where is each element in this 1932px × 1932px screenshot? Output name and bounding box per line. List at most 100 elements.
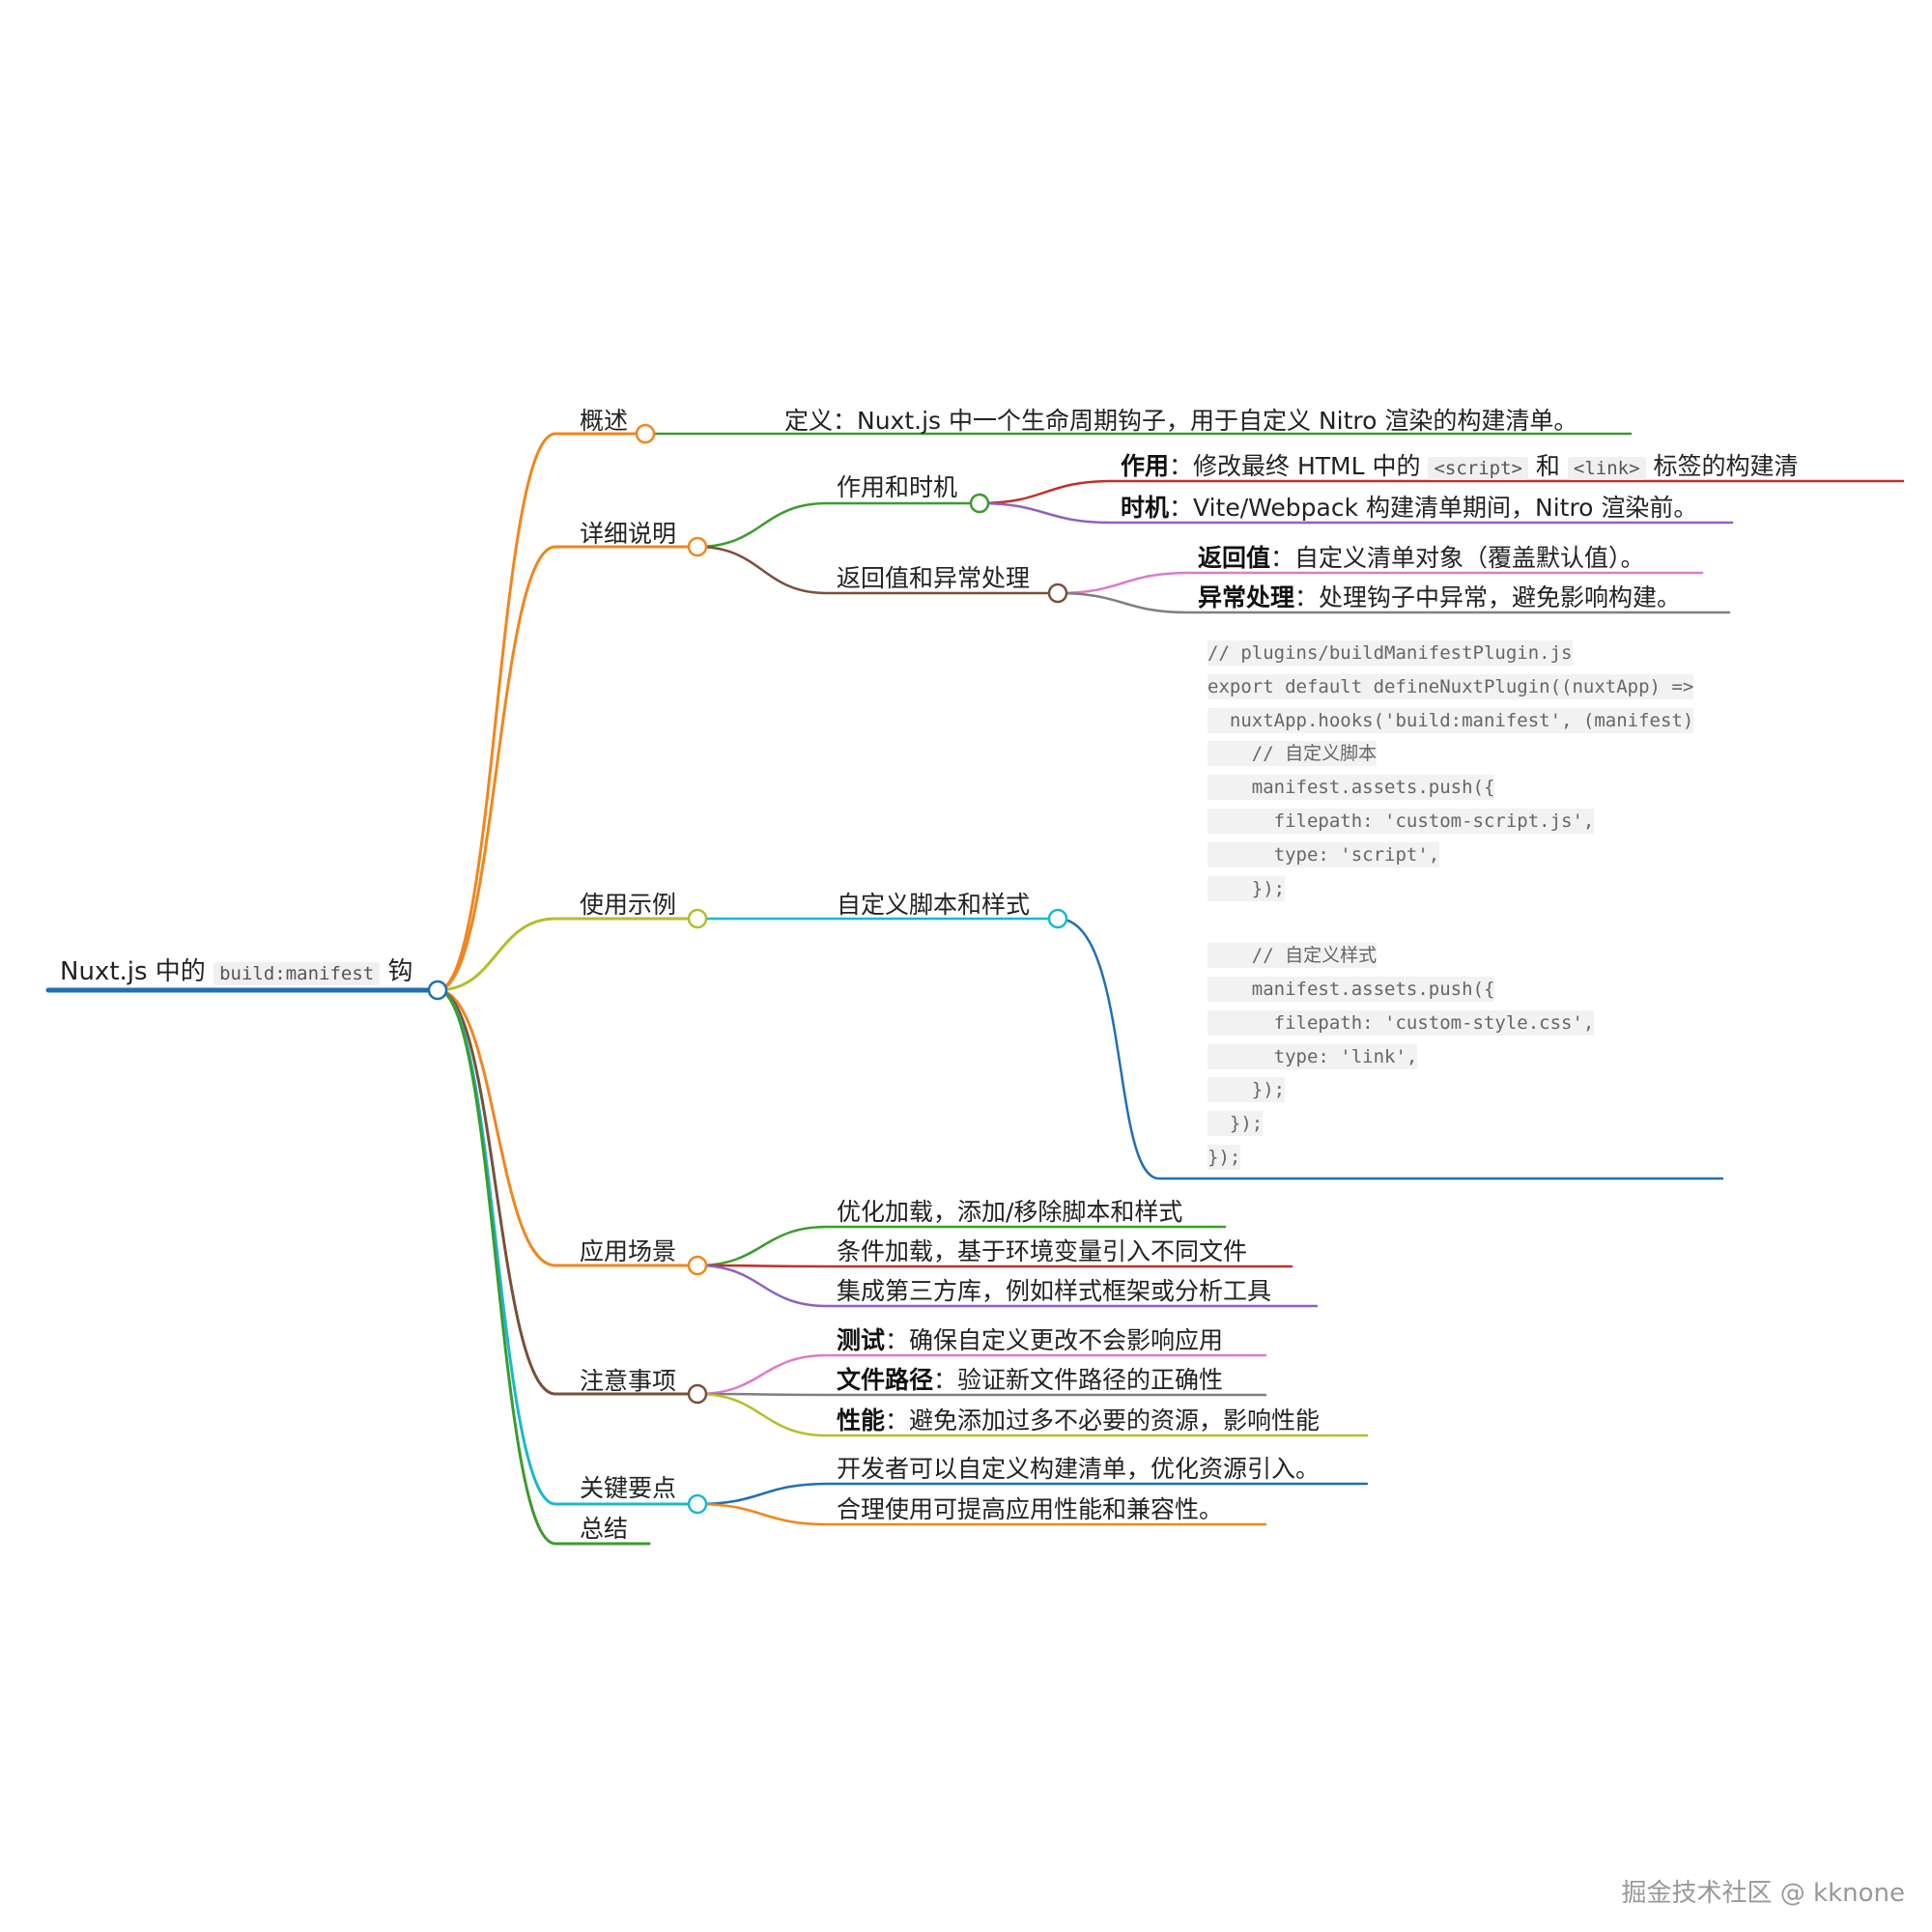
details-node-toggle[interactable] (687, 536, 708, 557)
code-line: manifest.assets.push({ (1208, 775, 1495, 801)
error-item[interactable]: 异常处理：处理钩子中异常，避免影响构建。 (1198, 582, 1681, 614)
role-item-text2: 和 (1535, 452, 1560, 480)
edge-keypoint-1 (696, 1502, 1267, 1526)
root-topic[interactable]: Nuxt.js 中的 build:manifest 钩 (60, 955, 413, 990)
return-item[interactable]: 返回值：自定义清单对象（覆盖默认值）。 (1198, 542, 1645, 575)
code-line: // 自定义脚本 (1208, 741, 1378, 767)
edge-role-timing (696, 501, 981, 549)
code-line: }); (1208, 1145, 1241, 1170)
branch-keypoints[interactable]: 关键要点 (580, 1474, 677, 1502)
role-item-text1: 修改最终 HTML 中的 (1193, 452, 1421, 480)
return-item-sep: ： (1270, 544, 1295, 572)
role-item-key: 作用 (1121, 452, 1170, 480)
role-item-text3: 标签的构建清 (1653, 452, 1799, 480)
role-item[interactable]: 作用：修改最终 HTML 中的 <script> 和 <link> 标签的构建清 (1121, 450, 1799, 485)
edge-role-item (978, 479, 1905, 505)
role-item-sep: ： (1169, 452, 1194, 480)
edge-scenario-0 (696, 1225, 1227, 1267)
code-line: // plugins/buildManifestPlugin.js (1208, 640, 1573, 666)
root-topic-prefix: Nuxt.js 中的 (60, 957, 206, 986)
scenario-conditional[interactable]: 条件加载，基于环境变量引入不同文件 (837, 1237, 1248, 1265)
scenario-third-party[interactable]: 集成第三方库，例如样式框架或分析工具 (837, 1277, 1272, 1305)
root-topic-code: build:manifest (213, 962, 381, 985)
code-line: }); (1208, 1077, 1286, 1103)
details-return-error[interactable]: 返回值和异常处理 (837, 564, 1031, 592)
code-line: type: 'link', (1208, 1043, 1418, 1069)
branch-example[interactable]: 使用示例 (580, 891, 677, 919)
code-line: }); (1208, 1111, 1264, 1137)
timing-item-text: Vite/Webpack 构建清单期间，Nitro 渲染前。 (1193, 494, 1698, 522)
code-line: manifest.assets.push({ (1208, 977, 1495, 1002)
details-role-timing[interactable]: 作用和时机 (837, 473, 958, 501)
note-filepath-sep: ： (933, 1366, 958, 1394)
code-line: filepath: 'custom-script.js', (1208, 809, 1595, 834)
overview-node-toggle[interactable] (635, 423, 656, 444)
edge-timing-item (978, 501, 1734, 525)
return-item-key: 返回值 (1198, 544, 1271, 572)
edge-scenarios (436, 988, 699, 1267)
edge-note-0 (696, 1353, 1267, 1396)
branch-details[interactable]: 详细说明 (580, 520, 677, 548)
watermark: 掘金技术社区 @ kknone (1621, 1879, 1905, 1908)
code-line: filepath: 'custom-style.css', (1208, 1009, 1595, 1036)
return-item-text: 自定义清单对象（覆盖默认值）。 (1294, 544, 1645, 572)
code-line: }); (1208, 875, 1286, 901)
note-testing-text: 确保自定义更改不会影响应用 (909, 1326, 1224, 1354)
branch-summary[interactable]: 总结 (580, 1515, 629, 1543)
custom-assets-node-toggle[interactable] (1047, 908, 1068, 929)
error-item-text: 处理钩子中异常，避免影响构建。 (1319, 583, 1682, 611)
error-item-sep: ： (1294, 583, 1320, 611)
note-performance-key: 性能 (837, 1406, 886, 1435)
note-filepath-key: 文件路径 (837, 1366, 934, 1394)
edge-code-block (1056, 917, 1724, 1180)
edge-note-1 (696, 1392, 1267, 1397)
branch-scenarios[interactable]: 应用场景 (580, 1237, 677, 1265)
example-custom-assets[interactable]: 自定义脚本和样式 (837, 891, 1031, 919)
edge-summary (436, 988, 651, 1546)
role-item-code-script: <script> (1428, 457, 1528, 480)
edge-scenario-1 (696, 1264, 1293, 1268)
notes-node-toggle[interactable] (687, 1383, 708, 1405)
timing-item-sep: ： (1169, 494, 1194, 522)
note-filepath[interactable]: 文件路径：验证新文件路径的正确性 (837, 1364, 1223, 1397)
root-topic-suffix: 钩 (387, 957, 413, 986)
code-line: export default defineNuxtPlugin((nuxtApp… (1208, 673, 1694, 699)
code-line: nuxtApp.hooks('build:manifest', (manifes… (1208, 707, 1694, 733)
edge-note-2 (696, 1392, 1369, 1437)
note-performance-sep: ： (885, 1406, 910, 1435)
example-node-toggle[interactable] (687, 908, 708, 929)
role-item-code-link: <link> (1567, 457, 1646, 480)
edge-scenario-2 (696, 1264, 1319, 1308)
edge-keypoint-0 (696, 1482, 1369, 1506)
keypoints-node-toggle[interactable] (687, 1493, 708, 1515)
keypoint-compatibility[interactable]: 合理使用可提高应用性能和兼容性。 (837, 1495, 1224, 1523)
note-filepath-text: 验证新文件路径的正确性 (957, 1366, 1224, 1394)
error-item-key: 异常处理 (1198, 583, 1295, 611)
timing-item[interactable]: 时机：Vite/Webpack 构建清单期间，Nitro 渲染前。 (1121, 492, 1697, 525)
edge-return-error (696, 545, 1060, 595)
timing-item-key: 时机 (1121, 494, 1170, 522)
edge-error-item (1056, 591, 1731, 614)
note-performance-text: 避免添加过多不必要的资源，影响性能 (909, 1406, 1321, 1435)
note-testing[interactable]: 测试：确保自定义更改不会影响应用 (837, 1324, 1223, 1357)
edge-notes (436, 988, 699, 1396)
branch-overview[interactable]: 概述 (580, 407, 629, 435)
role-node-toggle[interactable] (969, 493, 990, 514)
overview-definition[interactable]: 定义：Nuxt.js 中一个生命周期钩子，用于自定义 Nitro 渲染的构建清单… (784, 407, 1578, 435)
note-testing-key: 测试 (837, 1326, 886, 1354)
keypoint-customize[interactable]: 开发者可以自定义构建清单，优化资源引入。 (837, 1455, 1321, 1483)
edge-details (436, 545, 699, 992)
note-performance[interactable]: 性能：避免添加过多不必要的资源，影响性能 (837, 1405, 1320, 1437)
root-node-toggle[interactable] (427, 980, 448, 1001)
branch-notes[interactable]: 注意事项 (580, 1367, 677, 1395)
scenarios-node-toggle[interactable] (687, 1255, 708, 1276)
code-line: // 自定义样式 (1208, 943, 1378, 969)
edge-overview (436, 432, 647, 992)
scenario-optimize[interactable]: 优化加载，添加/移除脚本和样式 (837, 1198, 1183, 1226)
code-line: type: 'script', (1208, 841, 1440, 867)
edge-return-item (1056, 571, 1704, 595)
return-node-toggle[interactable] (1047, 582, 1068, 604)
edge-example (436, 917, 699, 992)
